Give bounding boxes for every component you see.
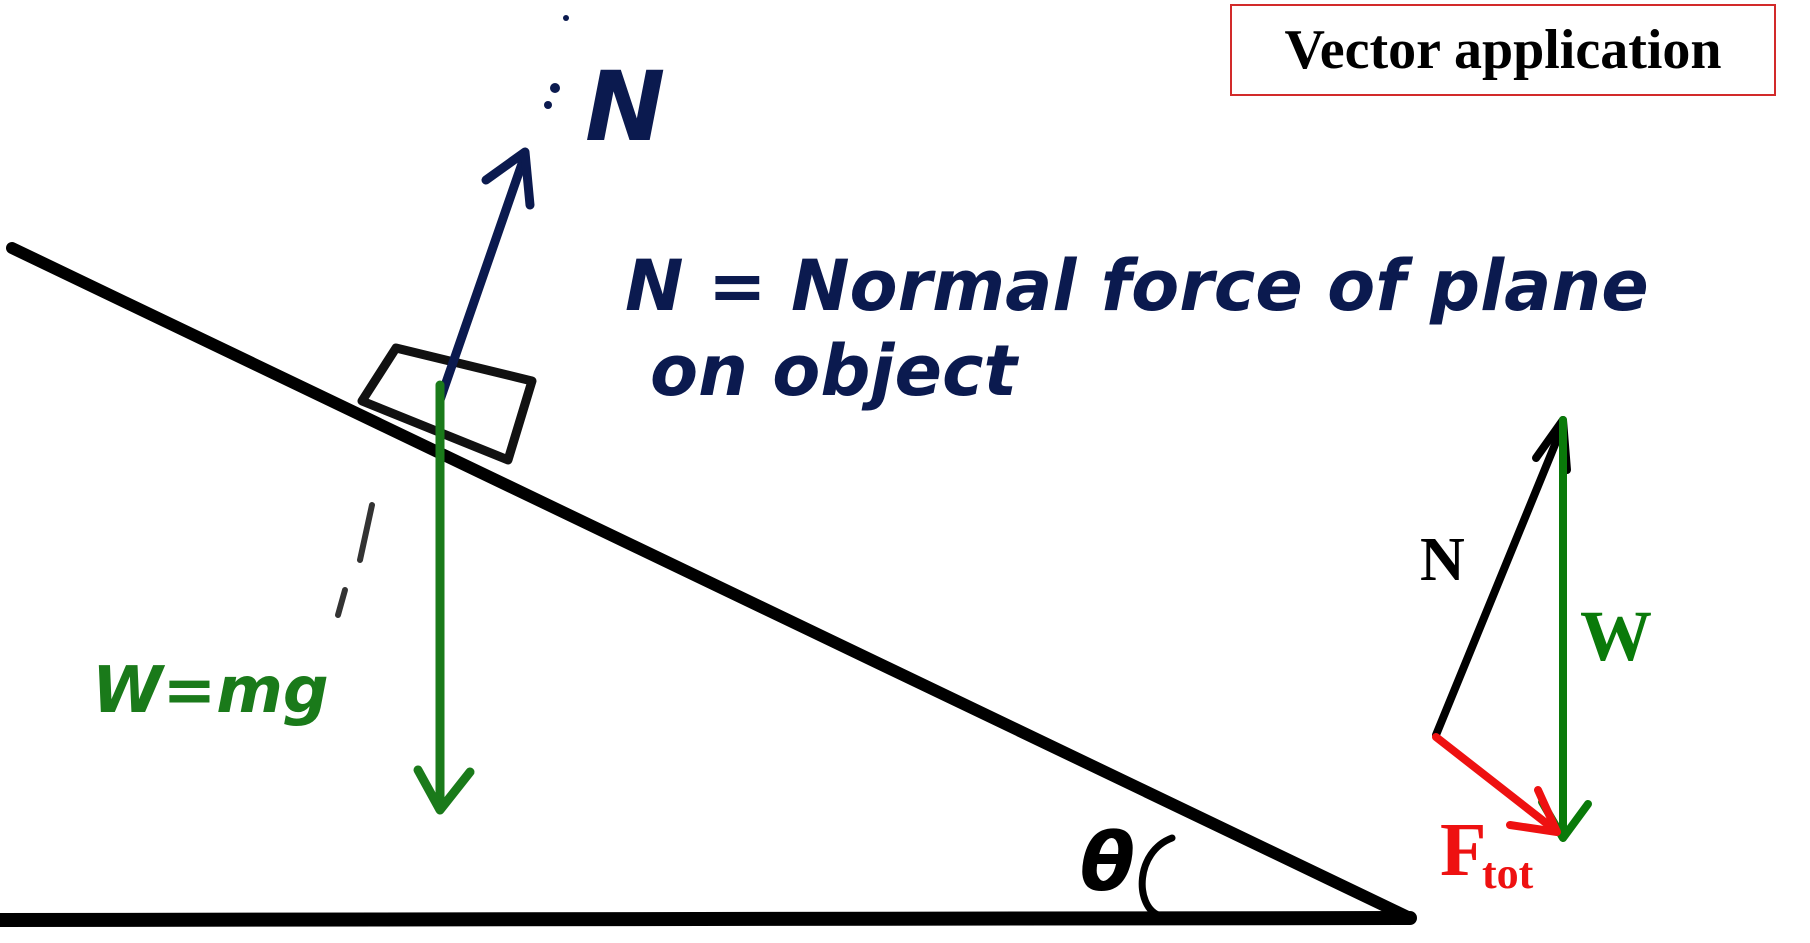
triangle-normal-vector (1432, 421, 1567, 739)
stray-dot (544, 101, 552, 109)
normal-definition-line2: on object (650, 330, 1019, 412)
dash-mark (335, 587, 348, 618)
triangle-total-force-vector (1432, 733, 1559, 834)
title-box: Vector application (1230, 4, 1776, 96)
stray-dot (550, 83, 560, 93)
weight-arrowhead (413, 765, 475, 815)
ground-line (0, 911, 1417, 927)
triangle-total-label: F (1440, 808, 1486, 892)
block (357, 343, 537, 465)
triangle-normal-label: N (1420, 526, 1465, 594)
angle-arc (1138, 834, 1176, 919)
incline-line (6, 242, 1416, 924)
normal-definition-line1: N = Normal force of plane (625, 245, 1649, 327)
triangle-weight-label: W (1580, 596, 1652, 676)
page-title: Vector application (1284, 19, 1722, 81)
stray-dot (563, 15, 569, 21)
weight-equation: W=mg (92, 654, 329, 728)
triangle-total-subscript: tot (1482, 849, 1534, 898)
normal-force-arrowhead (481, 147, 535, 210)
normal-force-arrow (435, 150, 530, 405)
angle-symbol: θ (1080, 816, 1135, 909)
dash-mark (357, 502, 375, 563)
triangle-total-arrowhead (1506, 786, 1561, 836)
normal-force-label: N (585, 51, 665, 163)
